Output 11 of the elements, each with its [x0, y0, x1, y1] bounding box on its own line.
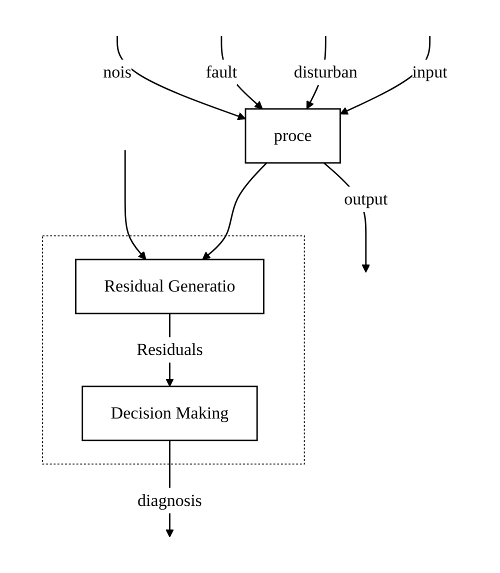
process-box: Residual Generatio [74, 258, 264, 314]
edge-label: disturban [294, 60, 357, 86]
edge-label: Residuals [136, 337, 202, 363]
edge-label: fault [205, 60, 237, 86]
process-box: proce [244, 108, 340, 164]
edge-label: diagnosis [137, 488, 202, 514]
arrow [202, 162, 267, 260]
edge-label: output [344, 186, 388, 212]
process-box: Decision Making [81, 386, 258, 442]
arrow [116, 36, 246, 120]
arrow [124, 150, 146, 260]
